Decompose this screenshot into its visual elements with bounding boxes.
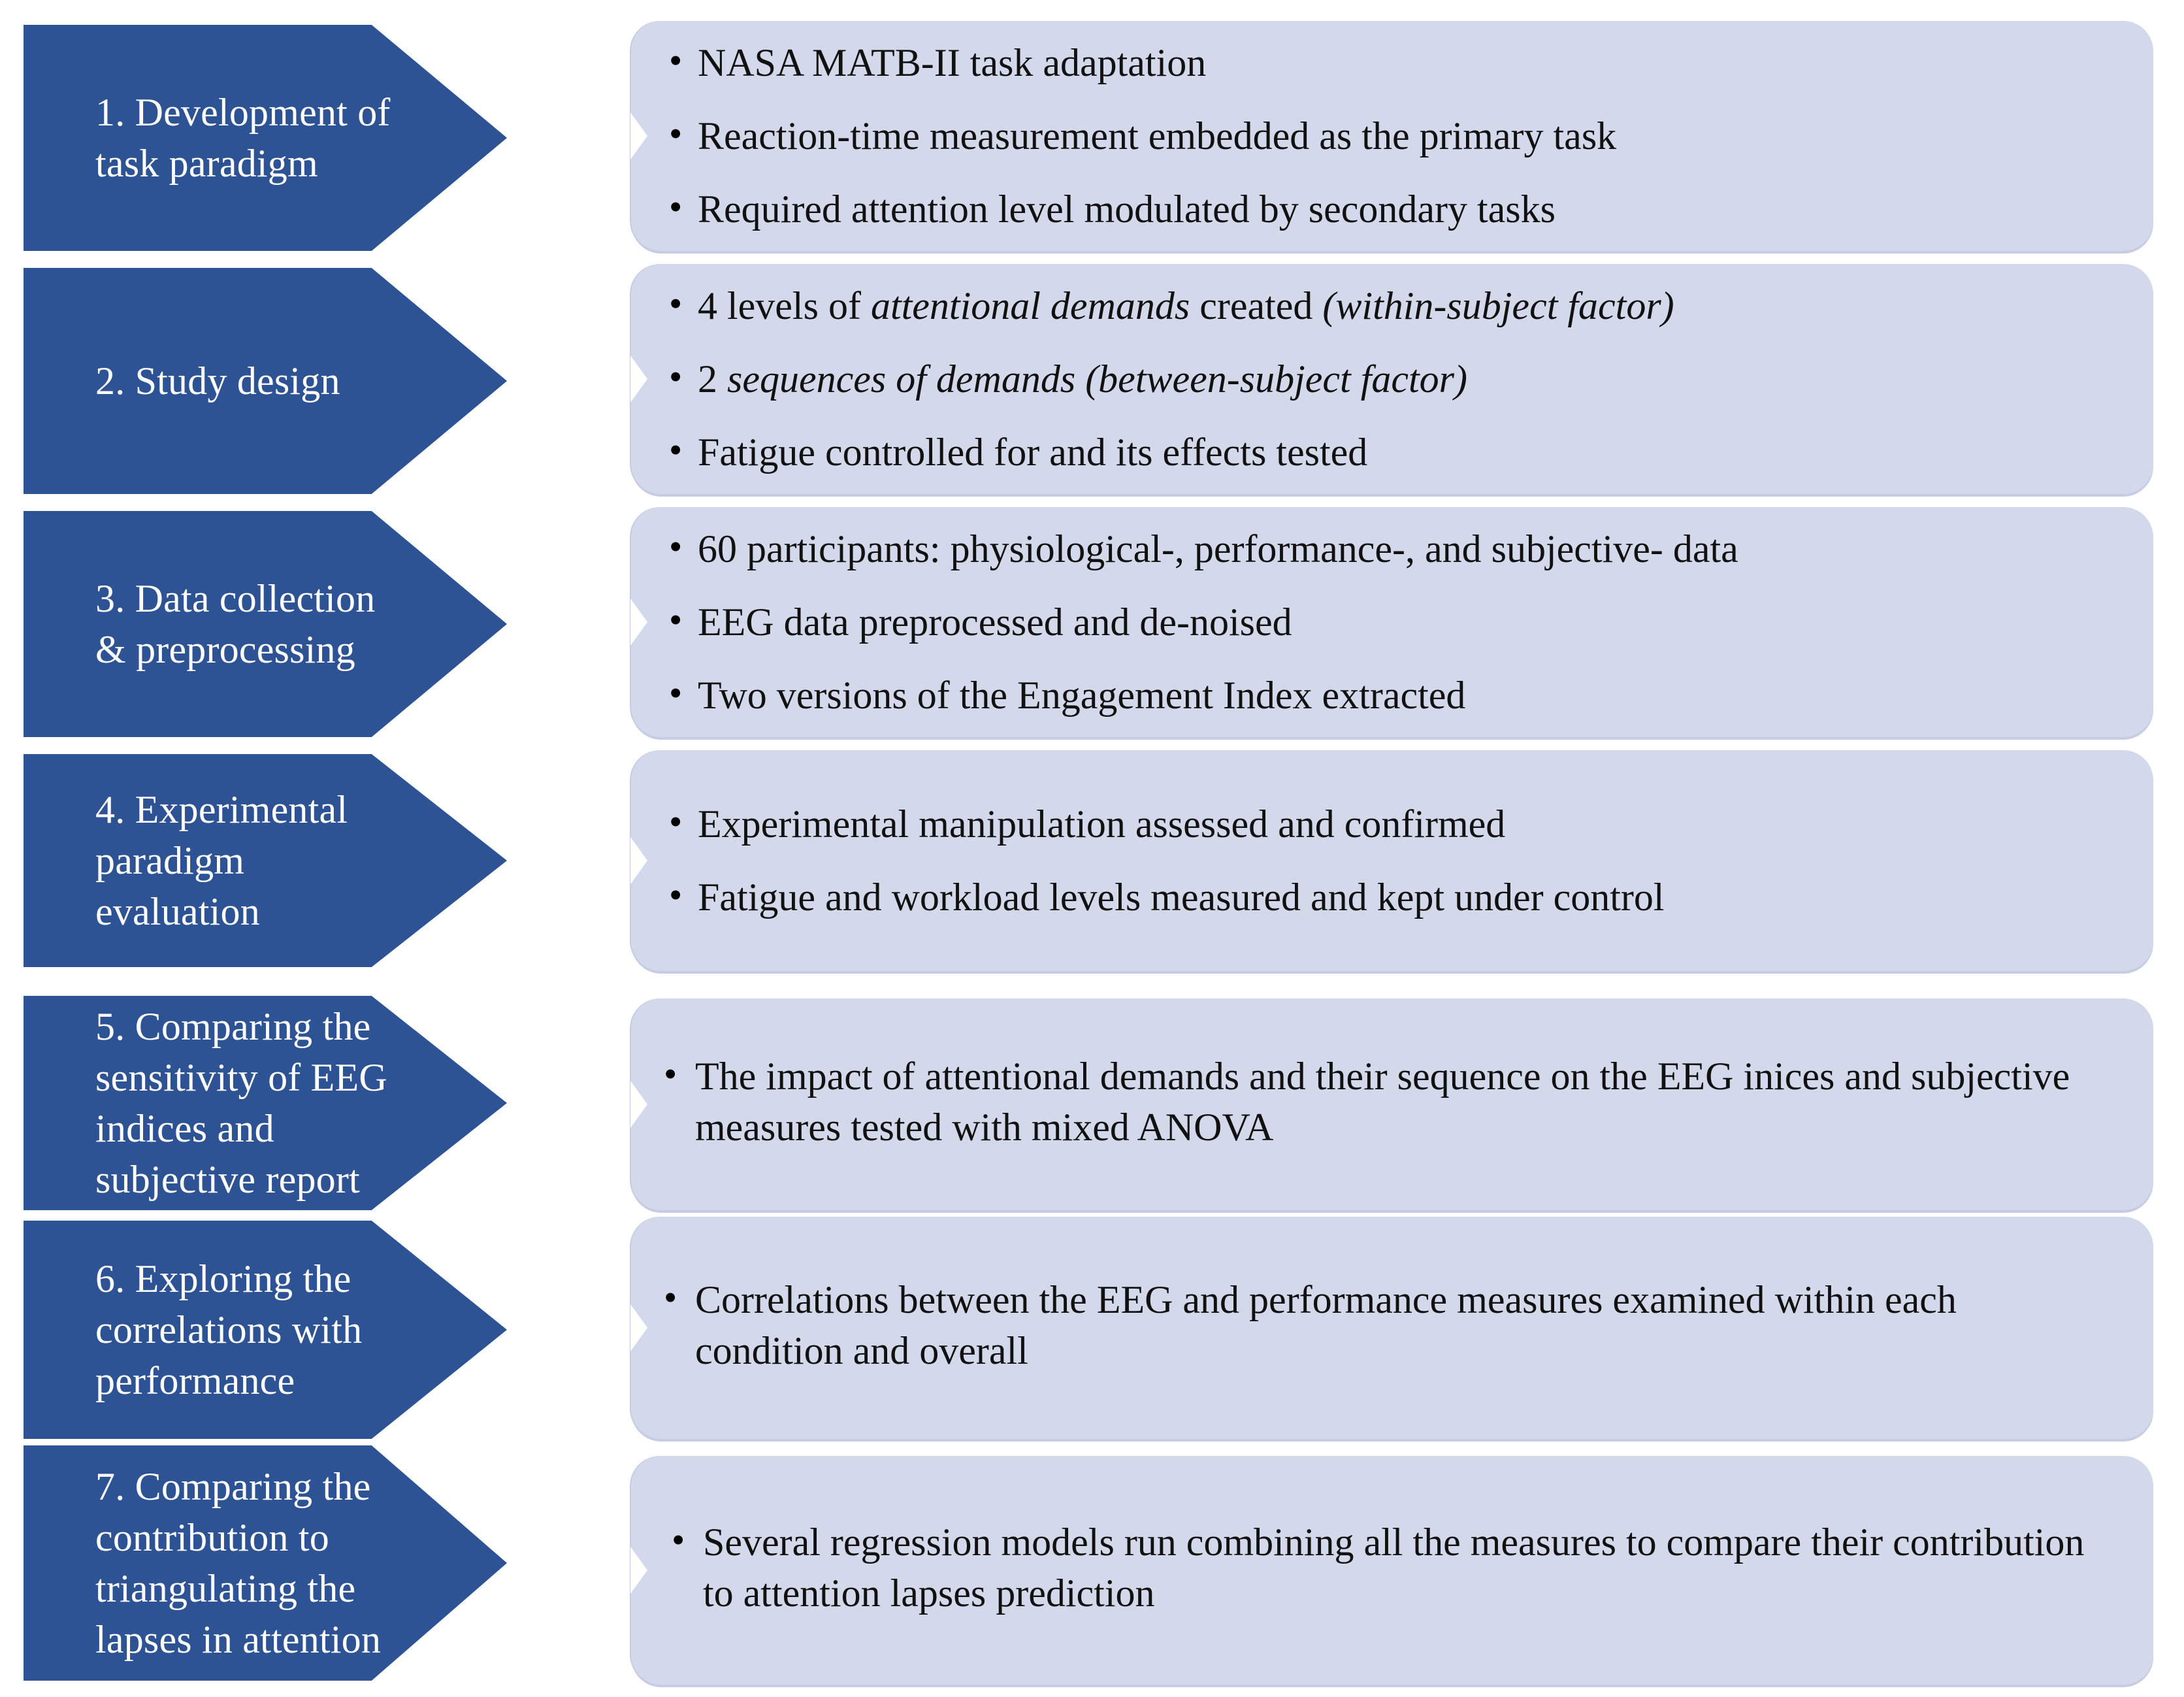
step-panel-7: Several regression models run combining … <box>631 1456 2153 1685</box>
step-panel-3: 60 participants: physiological-, perform… <box>631 507 2153 737</box>
list-item: Reaction-time measurement embedded as th… <box>664 109 2114 161</box>
step-arrow-6: 6. Exploring the correlations with perfo… <box>24 1221 507 1439</box>
step-bullet-list-7: Several regression models run combining … <box>672 1515 2114 1624</box>
step-label-7: 7. Comparing the contribution to triangu… <box>95 1465 382 1661</box>
list-item: Experimental manipulation assessed and c… <box>664 797 2114 849</box>
step-arrow-7: 7. Comparing the contribution to triangu… <box>24 1445 507 1681</box>
step-arrow-1: 1. Development of task paradigm <box>24 25 507 251</box>
step-panel-2: 4 levels of attentional demands created … <box>631 264 2153 494</box>
step-panel-6: Correlations between the EEG and perform… <box>631 1217 2153 1439</box>
list-item: NASA MATB-II task adaptation <box>664 36 2114 88</box>
step-arrow-3: 3. Data collection & preprocessing <box>24 511 507 737</box>
list-item: 60 participants: physiological-, perform… <box>664 522 2114 574</box>
list-item: Two versions of the Engagement Index ext… <box>664 668 2114 721</box>
step-panel-5: The impact of attentional demands and th… <box>631 998 2153 1210</box>
step-panel-1: NASA MATB-II task adaptation Reaction-ti… <box>631 21 2153 251</box>
list-item: The impact of attentional demands and th… <box>664 1049 2114 1153</box>
list-item: Several regression models run combining … <box>672 1515 2114 1619</box>
step-label-3: 3. Data collection & preprocessing <box>95 577 376 671</box>
step-arrow-4: 4. Experimental paradigm evaluation <box>24 754 507 967</box>
step-bullet-list-3: 60 participants: physiological-, perform… <box>664 522 2114 721</box>
process-step-row: 1. Development of task paradigm NASA MAT… <box>0 21 2184 251</box>
process-step-row: 5. Comparing the sensitivity of EEG indi… <box>0 980 2184 1210</box>
step-label-6: 6. Exploring the correlations with perfo… <box>95 1257 363 1402</box>
list-item: Correlations between the EEG and perform… <box>664 1273 2114 1376</box>
step-label-4: 4. Experimental paradigm evaluation <box>95 788 348 933</box>
list-item: 2 sequences of demands (between-subject … <box>664 352 2114 404</box>
list-item: Fatigue and workload levels measured and… <box>664 870 2114 923</box>
step-arrow-2: 2. Study design <box>24 268 507 494</box>
step-panel-4: Experimental manipulation assessed and c… <box>631 750 2153 971</box>
step-label-5: 5. Comparing the sensitivity of EEG indi… <box>95 1005 387 1201</box>
step-label-1: 1. Development of task paradigm <box>95 91 391 185</box>
list-item: Required attention level modulated by se… <box>664 182 2114 235</box>
process-step-row: 7. Comparing the contribution to triangu… <box>0 1445 2184 1686</box>
list-item: Fatigue controlled for and its effects t… <box>664 425 2114 478</box>
step-bullet-list-6: Correlations between the EEG and perform… <box>664 1273 2114 1381</box>
process-step-row: 2. Study design 4 levels of attentional … <box>0 264 2184 494</box>
process-step-row: 3. Data collection & preprocessing 60 pa… <box>0 507 2184 737</box>
step-label-2: 2. Study design <box>95 359 340 403</box>
process-step-row: 4. Experimental paradigm evaluation Expe… <box>0 750 2184 971</box>
step-bullet-list-1: NASA MATB-II task adaptation Reaction-ti… <box>664 36 2114 235</box>
step-bullet-list-2: 4 levels of attentional demands created … <box>664 279 2114 478</box>
step-bullet-list-5: The impact of attentional demands and th… <box>664 1049 2114 1158</box>
list-item: 4 levels of attentional demands created … <box>664 279 2114 331</box>
process-step-row: 6. Exploring the correlations with perfo… <box>0 1217 2184 1439</box>
step-bullet-list-4: Experimental manipulation assessed and c… <box>664 797 2114 923</box>
list-item: EEG data preprocessed and de-noised <box>664 595 2114 648</box>
step-arrow-5: 5. Comparing the sensitivity of EEG indi… <box>24 996 507 1210</box>
